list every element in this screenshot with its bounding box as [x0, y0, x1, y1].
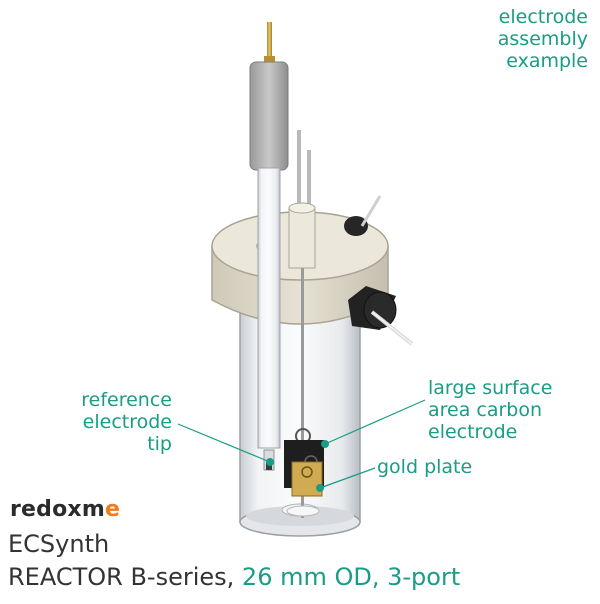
carbon-electrode-label: large surface area carbon electrode — [428, 377, 552, 443]
caption-line: assembly — [497, 28, 588, 50]
rear-port-knob — [344, 195, 382, 236]
center-electrode — [288, 130, 316, 518]
series-text: REACTOR B-series, — [8, 563, 235, 591]
gold-plate-marker — [316, 484, 324, 492]
label-line: area carbon — [428, 399, 543, 421]
leader-lines — [177, 399, 426, 489]
carbon-electrode-marker — [321, 440, 329, 448]
label-line: electrode — [82, 411, 172, 433]
side-port-knob — [348, 286, 414, 346]
product-name: ECSynth — [8, 530, 110, 558]
reference-tip-marker — [266, 458, 274, 466]
assembly-caption: electrode assembly example — [498, 6, 588, 72]
label-line: electrode — [428, 421, 518, 443]
product-spec-line: REACTOR B-series, 26 mm OD, 3-port — [8, 563, 460, 591]
brand-logo-mid: m — [81, 497, 105, 522]
caption-line: electrode — [498, 6, 588, 28]
stir-bar — [286, 505, 320, 517]
label-line: tip — [147, 433, 172, 455]
reference-tip-label: reference electrode tip — [60, 389, 172, 455]
reference-electrode — [249, 22, 289, 471]
brand-logo: redoxme — [10, 497, 120, 522]
brand-logo-prefix: redox — [10, 497, 82, 522]
gold-plate-label: gold plate — [377, 456, 473, 478]
caption-line: example — [506, 50, 588, 72]
label-line: reference — [81, 389, 172, 411]
brand-logo-dot: e — [104, 497, 121, 522]
spec-text: 26 mm OD, 3-port — [241, 563, 461, 591]
label-line: large surface — [428, 377, 553, 399]
